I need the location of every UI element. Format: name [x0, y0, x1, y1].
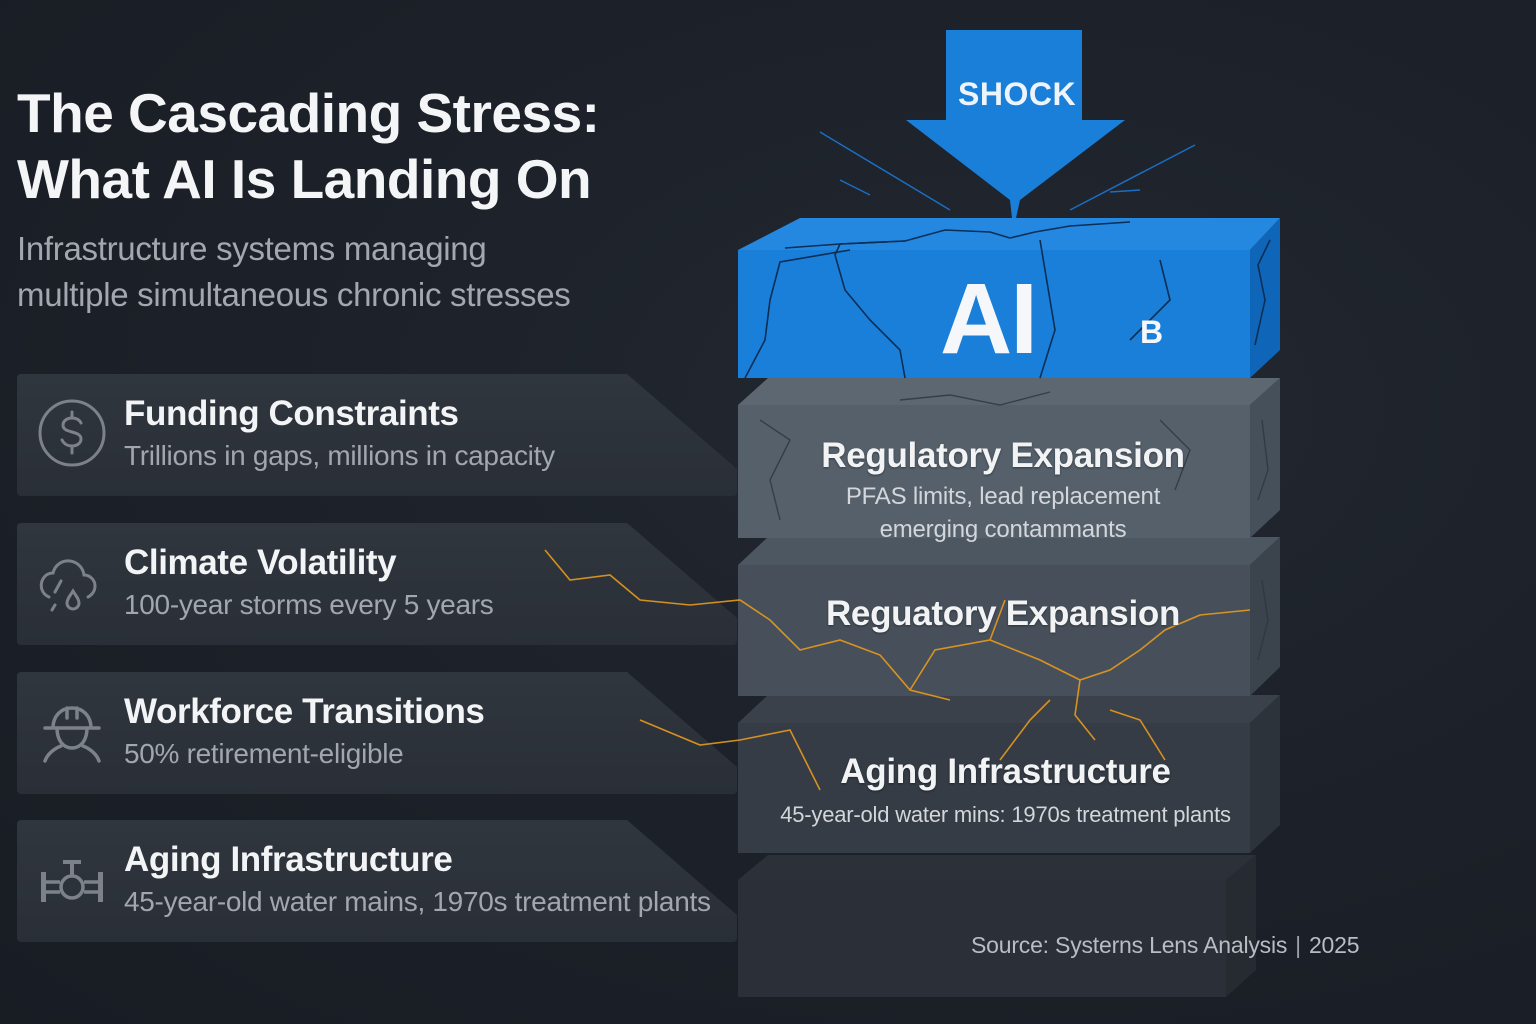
subtitle-line-1: Infrastructure systems managing: [17, 230, 487, 267]
title-line-1: The Cascading Stress:: [17, 82, 600, 144]
stress-title: Aging Infrastructure: [124, 840, 453, 879]
layer-description-line-1: PFAS limits, lead replacement: [845, 483, 1161, 510]
stress-description: 45-year-old water mains, 1970s treatment…: [124, 886, 711, 917]
ai-block-cracks: [744, 221, 1271, 379]
layer-regulatory-1-text: Regulatory Expansion PFAS limits, lead r…: [738, 436, 1268, 546]
stress-description: 100-year storms every 5 years: [124, 589, 494, 620]
stress-description: 50% retirement-eligible: [124, 738, 404, 769]
pipe-valve-icon: [35, 842, 109, 916]
stress-title: Workforce Transitions: [124, 692, 485, 731]
stress-title: Climate Volatility: [124, 543, 397, 582]
stress-card-climate: Climate Volatility 100-year storms every…: [17, 523, 737, 645]
hard-hat-worker-icon: [35, 694, 109, 768]
ai-block: [738, 129, 1280, 379]
subtitle-line-2: multiple simultaneous chronic stresses: [17, 276, 571, 313]
dollar-circle-icon: [35, 396, 109, 470]
stack-layer-regulatory-1: [738, 378, 1280, 538]
layer-aging-text: Aging Infrastructure 45-year-old water m…: [738, 752, 1273, 831]
source-text: Source: Systerns Lens Analysis: [971, 932, 1288, 958]
stress-title: Funding Constraints: [124, 394, 459, 433]
stack-layer-base: [738, 855, 1256, 997]
layer-title: Regulatory Expansion: [821, 436, 1185, 475]
shock-label: SHOCK: [958, 76, 1077, 112]
storm-cloud-icon: [35, 545, 109, 619]
stress-cracks-orange: [544, 549, 1251, 791]
shock-arrow: [819, 30, 1196, 218]
stack-layer-aging: [738, 695, 1280, 853]
shock-rays: [819, 131, 1196, 211]
ai-block-marker: B: [1140, 314, 1164, 350]
layer-title: Aging Infrastructure: [840, 752, 1171, 791]
stress-card-funding: Funding Constraints Trillions in gaps, m…: [17, 374, 737, 496]
stress-card-aging: Aging Infrastructure 45-year-old water m…: [17, 820, 737, 942]
stress-description: Trillions in gaps, millions in capacity: [124, 440, 555, 471]
layer-description-line-2: emerging contammants: [879, 516, 1127, 543]
layer-description-line-1: 45-year-old water mins: 1970s treatment …: [780, 802, 1231, 827]
page-title: The Cascading Stress: What AI Is Landing…: [17, 80, 657, 212]
source-attribution: Source: Systerns Lens Analysis | 2025: [971, 932, 1360, 959]
layer-title: Reguatory Expansion: [825, 594, 1181, 633]
source-separator: |: [1295, 932, 1301, 958]
stress-cracks-gray: [759, 391, 1269, 661]
ai-label: AI: [940, 263, 1038, 375]
source-year: 2025: [1308, 932, 1360, 958]
subtitle: Infrastructure systems managing multiple…: [17, 226, 657, 318]
title-line-2: What AI Is Landing On: [17, 148, 592, 210]
layer-regulatory-2-text: Reguatory Expansion: [738, 594, 1268, 634]
stress-card-workforce: Workforce Transitions 50% retirement-eli…: [17, 672, 737, 794]
